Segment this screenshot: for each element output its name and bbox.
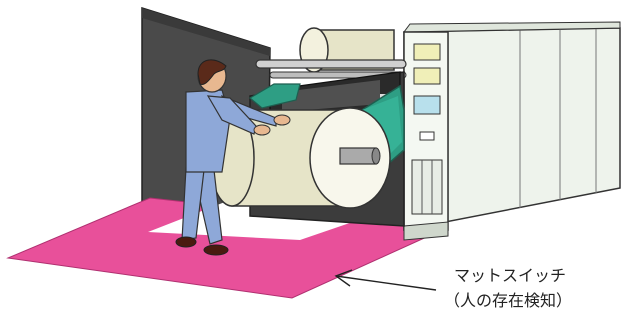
callout-label-line2: （人の存在検知） (444, 291, 572, 311)
control-cabinet (404, 22, 620, 240)
callout-label-line1: マットスイッチ (454, 266, 566, 286)
callout-arrow (336, 270, 436, 290)
